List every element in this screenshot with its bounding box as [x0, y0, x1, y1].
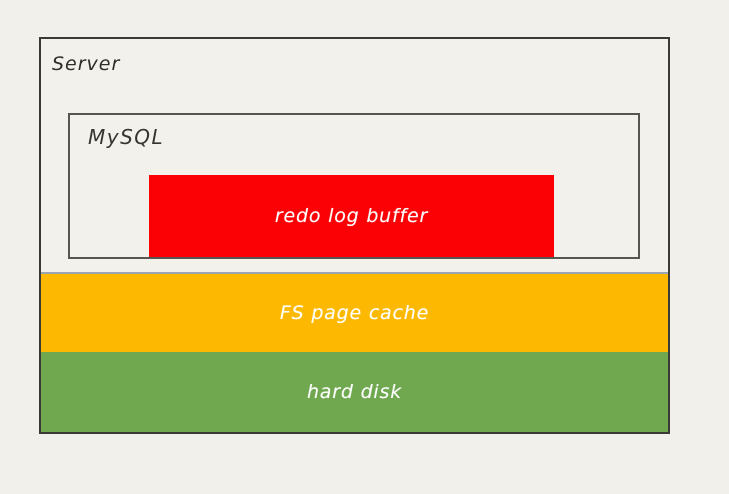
hard-disk-bar: hard disk [41, 352, 668, 432]
server-label: Server [52, 53, 121, 75]
fs-page-cache-bar: FS page cache [41, 272, 668, 352]
hard-disk-label: hard disk [306, 381, 403, 403]
redo-log-buffer-box: redo log buffer [149, 175, 554, 257]
server-box: Server MySQL redo log buffer FS page cac… [39, 37, 670, 434]
redo-log-buffer-label: redo log buffer [274, 205, 429, 227]
fs-page-cache-label: FS page cache [279, 302, 430, 324]
mysql-label: MySQL [88, 125, 165, 149]
mysql-box: MySQL redo log buffer [68, 113, 640, 259]
